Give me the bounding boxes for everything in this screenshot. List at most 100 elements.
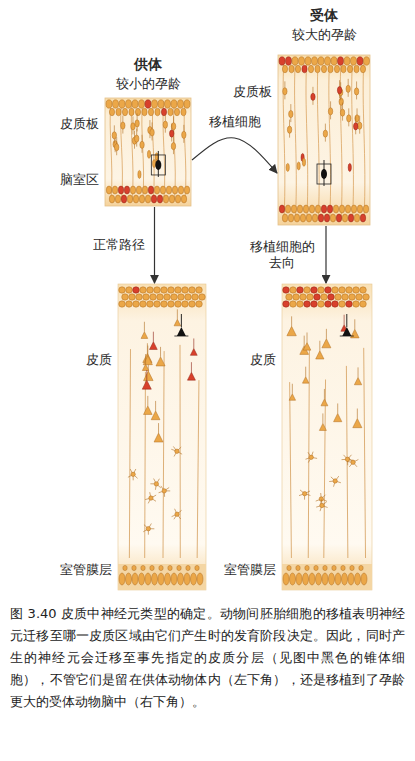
ependymal-cell — [316, 573, 322, 585]
radial-glia-fiber — [363, 59, 365, 219]
layer-one-cell — [325, 301, 332, 307]
neuron-cell — [150, 129, 154, 136]
pial-cell — [109, 108, 114, 116]
ventricular-cell — [157, 195, 162, 203]
layer-label: 脑室区 — [60, 172, 99, 188]
layer-one-cell — [293, 294, 300, 300]
vertical-fiber — [163, 351, 164, 558]
stellate-body — [175, 449, 179, 453]
pial-cell — [129, 108, 134, 116]
neuron-cell — [131, 123, 135, 130]
ventricular-cell — [345, 205, 350, 213]
pyramidal-cell — [303, 342, 311, 350]
migrating-cell — [348, 163, 351, 171]
stellate-body — [131, 472, 135, 476]
ventricular-cell — [327, 205, 332, 213]
apical-dendrite — [326, 329, 327, 339]
apical-dendrite — [191, 362, 192, 372]
panel-heading: 受体 — [310, 7, 338, 23]
neuron-cell — [357, 122, 361, 129]
layer-one-cell — [318, 287, 325, 293]
apical-dendrite — [181, 314, 182, 327]
pial-cell — [142, 108, 147, 116]
ependymal-cell — [159, 565, 163, 570]
ependymal-cell — [139, 573, 145, 585]
apical-dendrite — [144, 322, 145, 332]
layer-one-cell — [147, 287, 154, 293]
stellate-cell — [150, 479, 160, 490]
embryonic-cortex — [278, 55, 370, 225]
cortex-panel: 皮质室管膜层 — [282, 284, 372, 590]
apical-dendrite — [358, 367, 359, 377]
pial-cell — [113, 100, 119, 108]
neuron-cell — [283, 88, 287, 95]
adult-cortex — [282, 284, 372, 590]
ventricular-cell — [136, 186, 141, 194]
pial-cell — [321, 65, 326, 73]
stellate-body — [345, 457, 349, 461]
panel-ground — [118, 284, 206, 590]
ependymal-cell — [314, 565, 318, 570]
ventricular-cell — [312, 214, 317, 222]
pial-cell — [315, 65, 320, 73]
ependymal-cell — [329, 573, 335, 585]
layer-one-cell — [314, 294, 321, 300]
neuron-cell — [347, 115, 351, 122]
ventricular-cell — [175, 195, 180, 203]
pial-cell — [347, 65, 352, 73]
ventricular-cell — [115, 195, 120, 203]
vertical-fiber — [197, 380, 199, 558]
ventricular-cell — [109, 195, 114, 203]
ependymal-cell — [158, 573, 164, 585]
ventricular-cell — [294, 214, 299, 222]
pyramidal-cell — [156, 357, 165, 366]
ventricular-cell — [342, 214, 347, 222]
pial-cell — [308, 65, 313, 73]
ventricular-cell — [321, 205, 326, 213]
layer-one-cell — [290, 287, 297, 293]
layer-one-cell — [140, 287, 147, 293]
ependymal-band — [118, 564, 206, 590]
pyramidal-cell — [142, 380, 151, 389]
pial-cell — [364, 57, 370, 65]
neuron-cell — [287, 126, 291, 133]
transfer-arrow — [192, 138, 277, 173]
ventricular-cell — [106, 186, 111, 194]
cortex-panel: 皮质室管膜层 — [118, 284, 206, 590]
pyramidal-cell — [319, 423, 326, 430]
pyramidal-cell — [342, 327, 351, 336]
ependymal-cell — [197, 573, 203, 585]
pial-cell — [289, 65, 294, 73]
ependymal-cell — [296, 573, 302, 585]
layer-one-cell — [311, 301, 318, 307]
radial-glia-fiber — [295, 59, 297, 219]
ependymal-cell — [178, 573, 184, 585]
layer-one-cell — [161, 287, 168, 293]
apical-dendrite — [147, 396, 148, 406]
layer-one-cell — [304, 287, 311, 293]
vertical-fiber — [324, 380, 326, 558]
ependymal-cell — [145, 573, 151, 585]
layer-one-cell — [129, 294, 136, 300]
ventricular-cell — [130, 186, 135, 194]
neuron-cell — [323, 130, 327, 137]
layer-one-cell — [283, 301, 290, 307]
pial-cell — [135, 108, 140, 116]
neuron-cell — [163, 121, 167, 128]
ventricular-cell — [118, 186, 123, 194]
apical-dendrite — [346, 314, 347, 327]
layer-one-cell — [307, 294, 314, 300]
cell-frame — [317, 164, 331, 184]
pyramidal-cell — [143, 356, 152, 365]
pial-cell — [155, 108, 160, 116]
layer-one-cell — [286, 294, 293, 300]
pial-cell — [360, 65, 365, 73]
pyramidal-cell — [316, 351, 324, 359]
ependymal-cell — [287, 565, 291, 570]
layer-label: 皮质板 — [233, 84, 272, 100]
layer-one-cell — [143, 294, 150, 300]
pyramidal-cell — [321, 399, 328, 406]
layer-one-cell — [126, 287, 133, 293]
pial-cell — [305, 57, 311, 65]
black-cell — [155, 160, 161, 170]
